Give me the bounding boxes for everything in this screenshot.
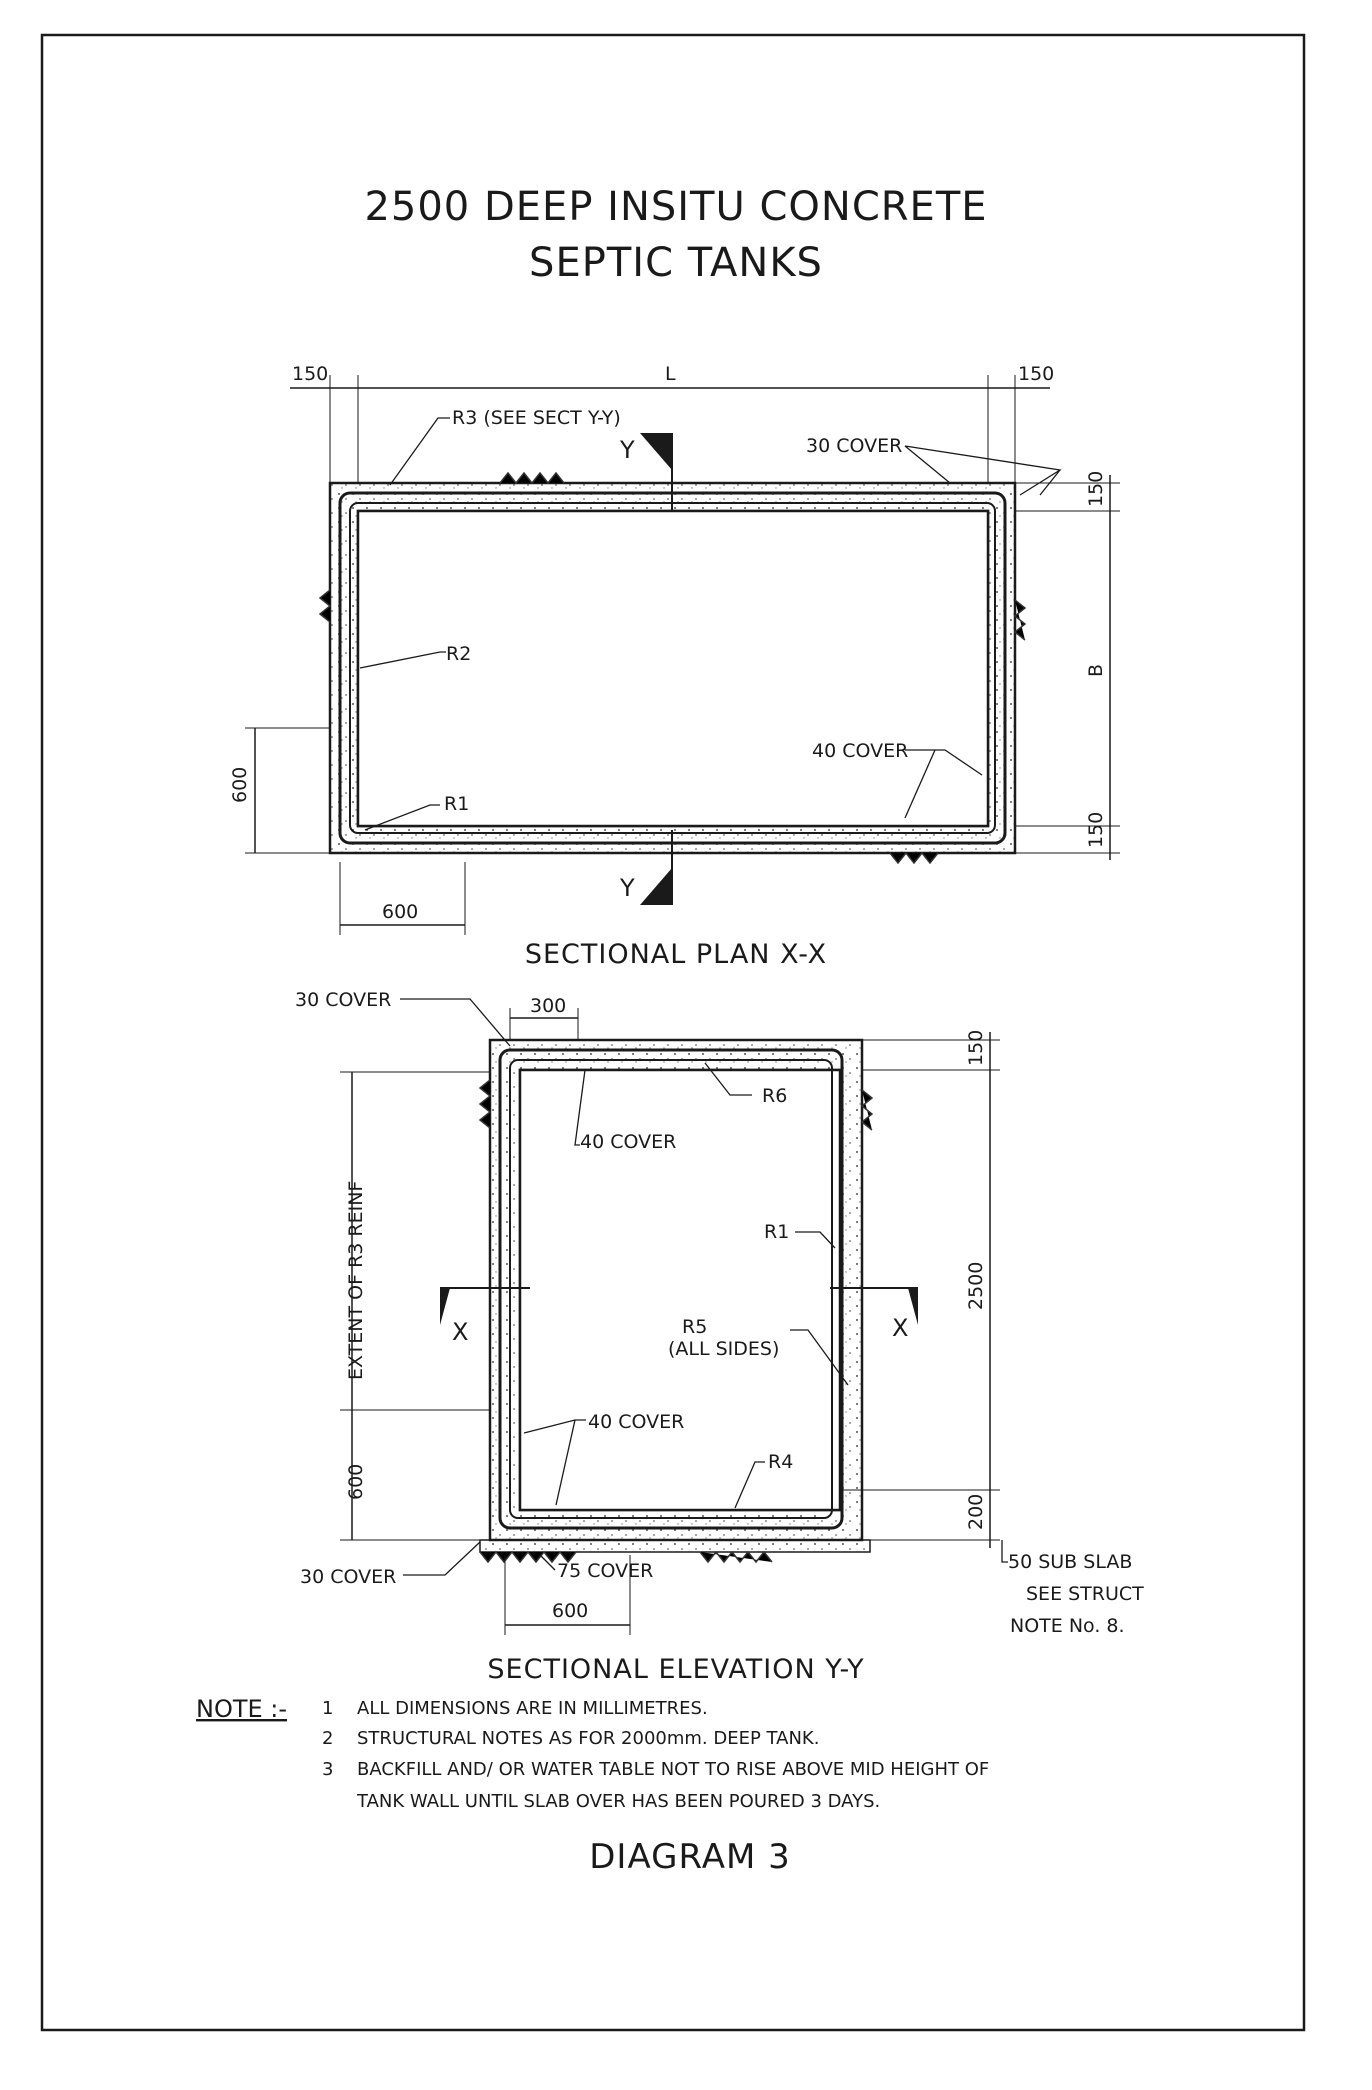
elevation-dim-top-300: 300 <box>530 995 566 1017</box>
note-3-text: BACKFILL AND/ OR WATER TABLE NOT TO RISE… <box>357 1759 989 1780</box>
plan-dim-top-wall: 150 <box>1085 471 1107 507</box>
section-marker-y-top <box>640 433 672 470</box>
sectional-elevation: 300 150 2500 200 EXTENT OF R3 REINF 600 … <box>295 989 1144 1685</box>
elevation-caption: SECTIONAL ELEVATION Y-Y <box>487 1654 864 1685</box>
title-line-1: 2500 DEEP INSITU CONCRETE <box>364 184 987 230</box>
elevation-label-r5: R5 <box>682 1316 707 1338</box>
elevation-dim-left-600: 600 <box>345 1464 367 1500</box>
sub-slab <box>479 1539 871 1553</box>
notes-heading: NOTE :- <box>196 1695 287 1723</box>
plan-dim-breadth: B <box>1085 664 1107 677</box>
elevation-label-sub-slab-3: NOTE No. 8. <box>1010 1615 1125 1637</box>
elevation-label-40-cover-top: 40 COVER <box>580 1131 676 1153</box>
elevation-label-sub-slab-2: SEE STRUCT <box>1026 1583 1144 1605</box>
note-1-number: 1 <box>322 1698 333 1719</box>
plan-label-r1: R1 <box>444 793 469 815</box>
notes-block: NOTE :- 1 ALL DIMENSIONS ARE IN MILLIMET… <box>196 1695 989 1812</box>
elevation-label-75-cover: 75 COVER <box>557 1560 653 1582</box>
elevation-label-extent: EXTENT OF R3 REINF <box>345 1181 367 1380</box>
note-3-number: 3 <box>322 1759 333 1780</box>
elevation-dim-base: 200 <box>965 1494 987 1530</box>
elevation-section-right-label: X <box>892 1314 908 1342</box>
plan-inner-void <box>356 509 990 828</box>
section-marker-y-bottom <box>640 868 672 905</box>
plan-label-r2: R2 <box>446 643 471 665</box>
plan-section-top-label: Y <box>619 436 635 464</box>
elevation-label-30-cover-top: 30 COVER <box>295 989 391 1011</box>
elevation-dim-bottom-600: 600 <box>552 1600 588 1622</box>
plan-section-bottom-label: Y <box>619 874 635 902</box>
sectional-plan: 150 L 150 150 B 150 600 600 Y Y R3 (SEE … <box>229 363 1120 970</box>
plan-caption: SECTIONAL PLAN X-X <box>525 939 827 970</box>
plan-dim-length: L <box>665 363 676 385</box>
plan-dim-right-wall: 150 <box>1018 363 1054 385</box>
elevation-label-sub-slab-1: 50 SUB SLAB <box>1008 1551 1132 1573</box>
note-1-text: ALL DIMENSIONS ARE IN MILLIMETRES. <box>357 1698 708 1719</box>
elevation-label-40-cover-bottom: 40 COVER <box>588 1411 684 1433</box>
plan-dim-bottom-wall: 150 <box>1085 812 1107 848</box>
plan-label-r3: R3 (SEE SECT Y-Y) <box>452 407 621 429</box>
note-2-number: 2 <box>322 1728 333 1749</box>
diagram-label: DIAGRAM 3 <box>589 1837 791 1877</box>
title-line-2: SEPTIC TANKS <box>529 240 823 286</box>
elevation-inner-void <box>518 1068 842 1512</box>
section-marker-x-right <box>908 1288 918 1325</box>
elevation-dim-top-slab: 150 <box>965 1030 987 1066</box>
plan-label-30-cover: 30 COVER <box>806 435 902 457</box>
plan-dim-left-wall: 150 <box>292 363 328 385</box>
plan-dim-outlet-height: 600 <box>229 767 251 803</box>
elevation-label-r4: R4 <box>768 1451 793 1473</box>
elevation-section-left-label: X <box>452 1318 468 1346</box>
note-3-continuation: TANK WALL UNTIL SLAB OVER HAS BEEN POURE… <box>356 1791 880 1812</box>
elevation-dim-height: 2500 <box>965 1262 987 1310</box>
elevation-label-r1: R1 <box>764 1221 789 1243</box>
elevation-label-30-cover-bottom: 30 COVER <box>300 1566 396 1588</box>
elevation-label-r6: R6 <box>762 1085 787 1107</box>
elevation-label-r5-sub: (ALL SIDES) <box>668 1338 779 1360</box>
plan-label-40-cover: 40 COVER <box>812 740 908 762</box>
section-marker-x-left <box>440 1288 450 1325</box>
note-2-text: STRUCTURAL NOTES AS FOR 2000mm. DEEP TAN… <box>357 1728 819 1749</box>
plan-ground-hatching <box>318 471 1027 865</box>
elevation-ground-hatching <box>478 1079 874 1564</box>
sheet-border <box>40 33 1306 2032</box>
plan-dim-outlet-width: 600 <box>382 901 418 923</box>
